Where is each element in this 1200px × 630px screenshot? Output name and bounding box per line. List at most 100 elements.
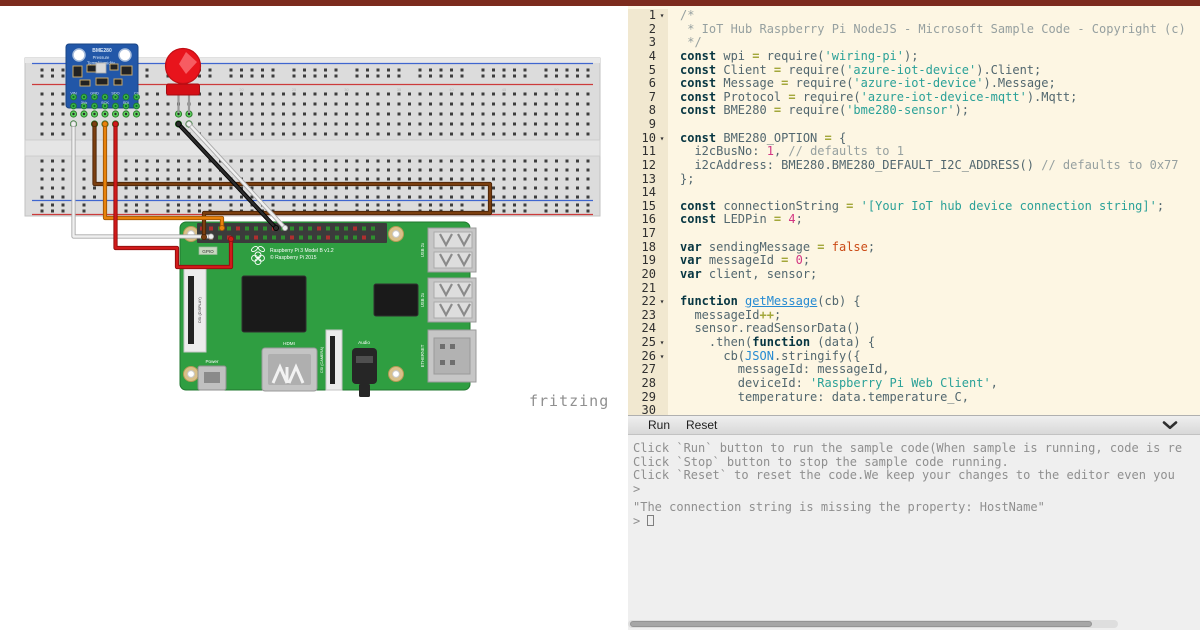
console-line: > <box>633 482 641 496</box>
svg-text:CSI (CAMERA): CSI (CAMERA) <box>320 346 324 373</box>
hdmi-port: HDMI <box>261 341 318 392</box>
code-line: 21 <box>628 281 1200 296</box>
editor-gutter-cell: 13 <box>628 172 668 187</box>
code-line: 2 * IoT Hub Raspberry Pi NodeJS - Micros… <box>628 22 1200 37</box>
code-editor[interactable]: 1▾/*2 * IoT Hub Raspberry Pi NodeJS - Mi… <box>628 6 1200 415</box>
editor-gutter-cell: 1▾ <box>628 8 668 23</box>
fold-arrow-icon[interactable]: ▾ <box>659 338 665 347</box>
editor-gutter-cell: 12 <box>628 158 668 173</box>
code-line: 3 */ <box>628 36 1200 50</box>
editor-gutter-cell: 7 <box>628 90 668 105</box>
svg-text:GPIO: GPIO <box>202 249 214 254</box>
code-line: 30 <box>628 404 1200 415</box>
csi-connector: CSI (CAMERA) <box>320 329 343 391</box>
console-line: "The connection string is missing the pr… <box>633 501 1045 514</box>
svg-text:USB 2x: USB 2x <box>420 242 425 257</box>
editor-gutter-cell: 9 <box>628 117 668 132</box>
pi-model-text: Raspberry Pi 3 Model B v1.2 <box>270 248 334 254</box>
top-accent-bar <box>0 0 1200 6</box>
editor-gutter-cell: 14 <box>628 186 668 200</box>
code-line: 23 messageId++; <box>628 308 1200 323</box>
code-line: 24 sensor.readSensorData() <box>628 322 1200 336</box>
editor-gutter-cell: 28 <box>628 376 668 391</box>
usb-port-top: USB 2x <box>420 227 477 273</box>
mounting-hole <box>118 48 132 62</box>
code-line: 28 deviceId: 'Raspberry Pi Web Client', <box>628 376 1200 391</box>
svg-text:ETHERNET: ETHERNET <box>420 344 425 367</box>
chevron-down-icon[interactable] <box>1162 420 1178 430</box>
code-line: 11 i2cBusNo: 1, // defaults to 1 <box>628 145 1200 159</box>
editor-gutter-cell: 23 <box>628 308 668 323</box>
reset-button[interactable]: Reset <box>686 418 718 432</box>
svg-text:35: 35 <box>397 87 402 92</box>
svg-text:30: 30 <box>344 87 349 92</box>
editor-gutter-cell: 18 <box>628 240 668 255</box>
usb-port-bottom: USB 2x <box>420 277 477 323</box>
pi-copyright-text: © Raspberry Pi 2015 <box>270 254 317 261</box>
editor-gutter-cell: 3 <box>628 36 668 50</box>
editor-gutter-cell: 16 <box>628 213 668 227</box>
vin-wire-white <box>70 121 214 240</box>
jumper-wires <box>70 121 493 270</box>
raspberry-pi-board: GPIO Raspberry Pi 3 Model B v1.2 © Raspb… <box>179 221 477 397</box>
usb-controller-chip <box>373 283 419 317</box>
code-line: 25▾ .then(function (data) { <box>628 335 1200 350</box>
code-line: 13}; <box>628 172 1200 187</box>
led-wire-black <box>175 121 279 231</box>
fold-arrow-icon[interactable]: ▾ <box>659 351 665 361</box>
sensor-line1: Pressure <box>93 55 110 60</box>
code-panel: 1▾/*2 * IoT Hub Raspberry Pi NodeJS - Mi… <box>628 6 1200 630</box>
horizontal-scrollbar[interactable] <box>630 621 1092 627</box>
sck-wire-orange <box>102 121 225 231</box>
code-line: 9 <box>628 117 1200 132</box>
editor-gutter-cell: 2 <box>628 22 668 37</box>
console-line: Click `Stop` button to stop the sample c… <box>633 455 1009 469</box>
editor-gutter-cell: 20 <box>628 267 668 282</box>
run-button[interactable]: Run <box>648 418 671 432</box>
editor-gutter-cell: 29 <box>628 390 668 405</box>
ethernet-port: ETHERNET <box>420 329 477 383</box>
svg-text:45: 45 <box>502 87 507 92</box>
fold-arrow-icon[interactable]: ▾ <box>659 133 665 143</box>
editor-gutter-cell: 24 <box>628 322 668 336</box>
svg-text:SDI: SDI <box>123 101 129 105</box>
raspberry-pi-logo <box>251 246 265 266</box>
editor-gutter-cell: 25▾ <box>628 335 668 350</box>
bme280-sensor-board: BME280 Pressure Temp/Humidity ✶ VIN <box>65 43 140 110</box>
svg-text:20: 20 <box>239 87 244 92</box>
fritzing-diagram: 5101520253035404550 BME280 Pressure Temp… <box>24 43 601 397</box>
code-line: 12 i2cAddress: BME280.BME280_DEFAULT_I2C… <box>628 158 1200 173</box>
fold-arrow-icon[interactable]: ▾ <box>659 297 665 307</box>
svg-text:25: 25 <box>292 87 297 92</box>
editor-gutter-cell: 5 <box>628 63 668 78</box>
code-line: 14 <box>628 186 1200 200</box>
editor-gutter-cell: 10▾ <box>628 131 668 146</box>
sdi-wire-red <box>112 121 234 270</box>
svg-text:SDO: SDO <box>111 92 119 96</box>
power-port: Power <box>197 359 227 391</box>
red-led <box>164 47 202 113</box>
code-line: 29 temperature: data.temperature_C, <box>628 390 1200 405</box>
console-line: Click `Reset` to reset the code.We keep … <box>633 469 1175 482</box>
audio-jack: Audio <box>352 340 377 397</box>
editor-gutter-cell: 19 <box>628 254 668 268</box>
editor-gutter-cell: 17 <box>628 226 668 241</box>
svg-text:DSI (DISPLAY): DSI (DISPLAY) <box>198 296 202 322</box>
mounting-hole <box>72 48 86 62</box>
svg-text:GND: GND <box>90 92 99 96</box>
console-prompt-line[interactable]: > <box>633 514 1200 529</box>
editor-gutter-cell: 11 <box>628 145 668 159</box>
svg-text:40: 40 <box>449 87 454 92</box>
code-line: 22▾function getMessage(cb) { <box>628 295 1200 309</box>
fold-arrow-icon[interactable]: ▾ <box>659 11 665 20</box>
svg-text:50: 50 <box>554 87 559 92</box>
gpio-header <box>197 223 387 243</box>
editor-gutter-cell: 30 <box>628 404 668 415</box>
code-line: 1▾/* <box>628 8 1200 23</box>
